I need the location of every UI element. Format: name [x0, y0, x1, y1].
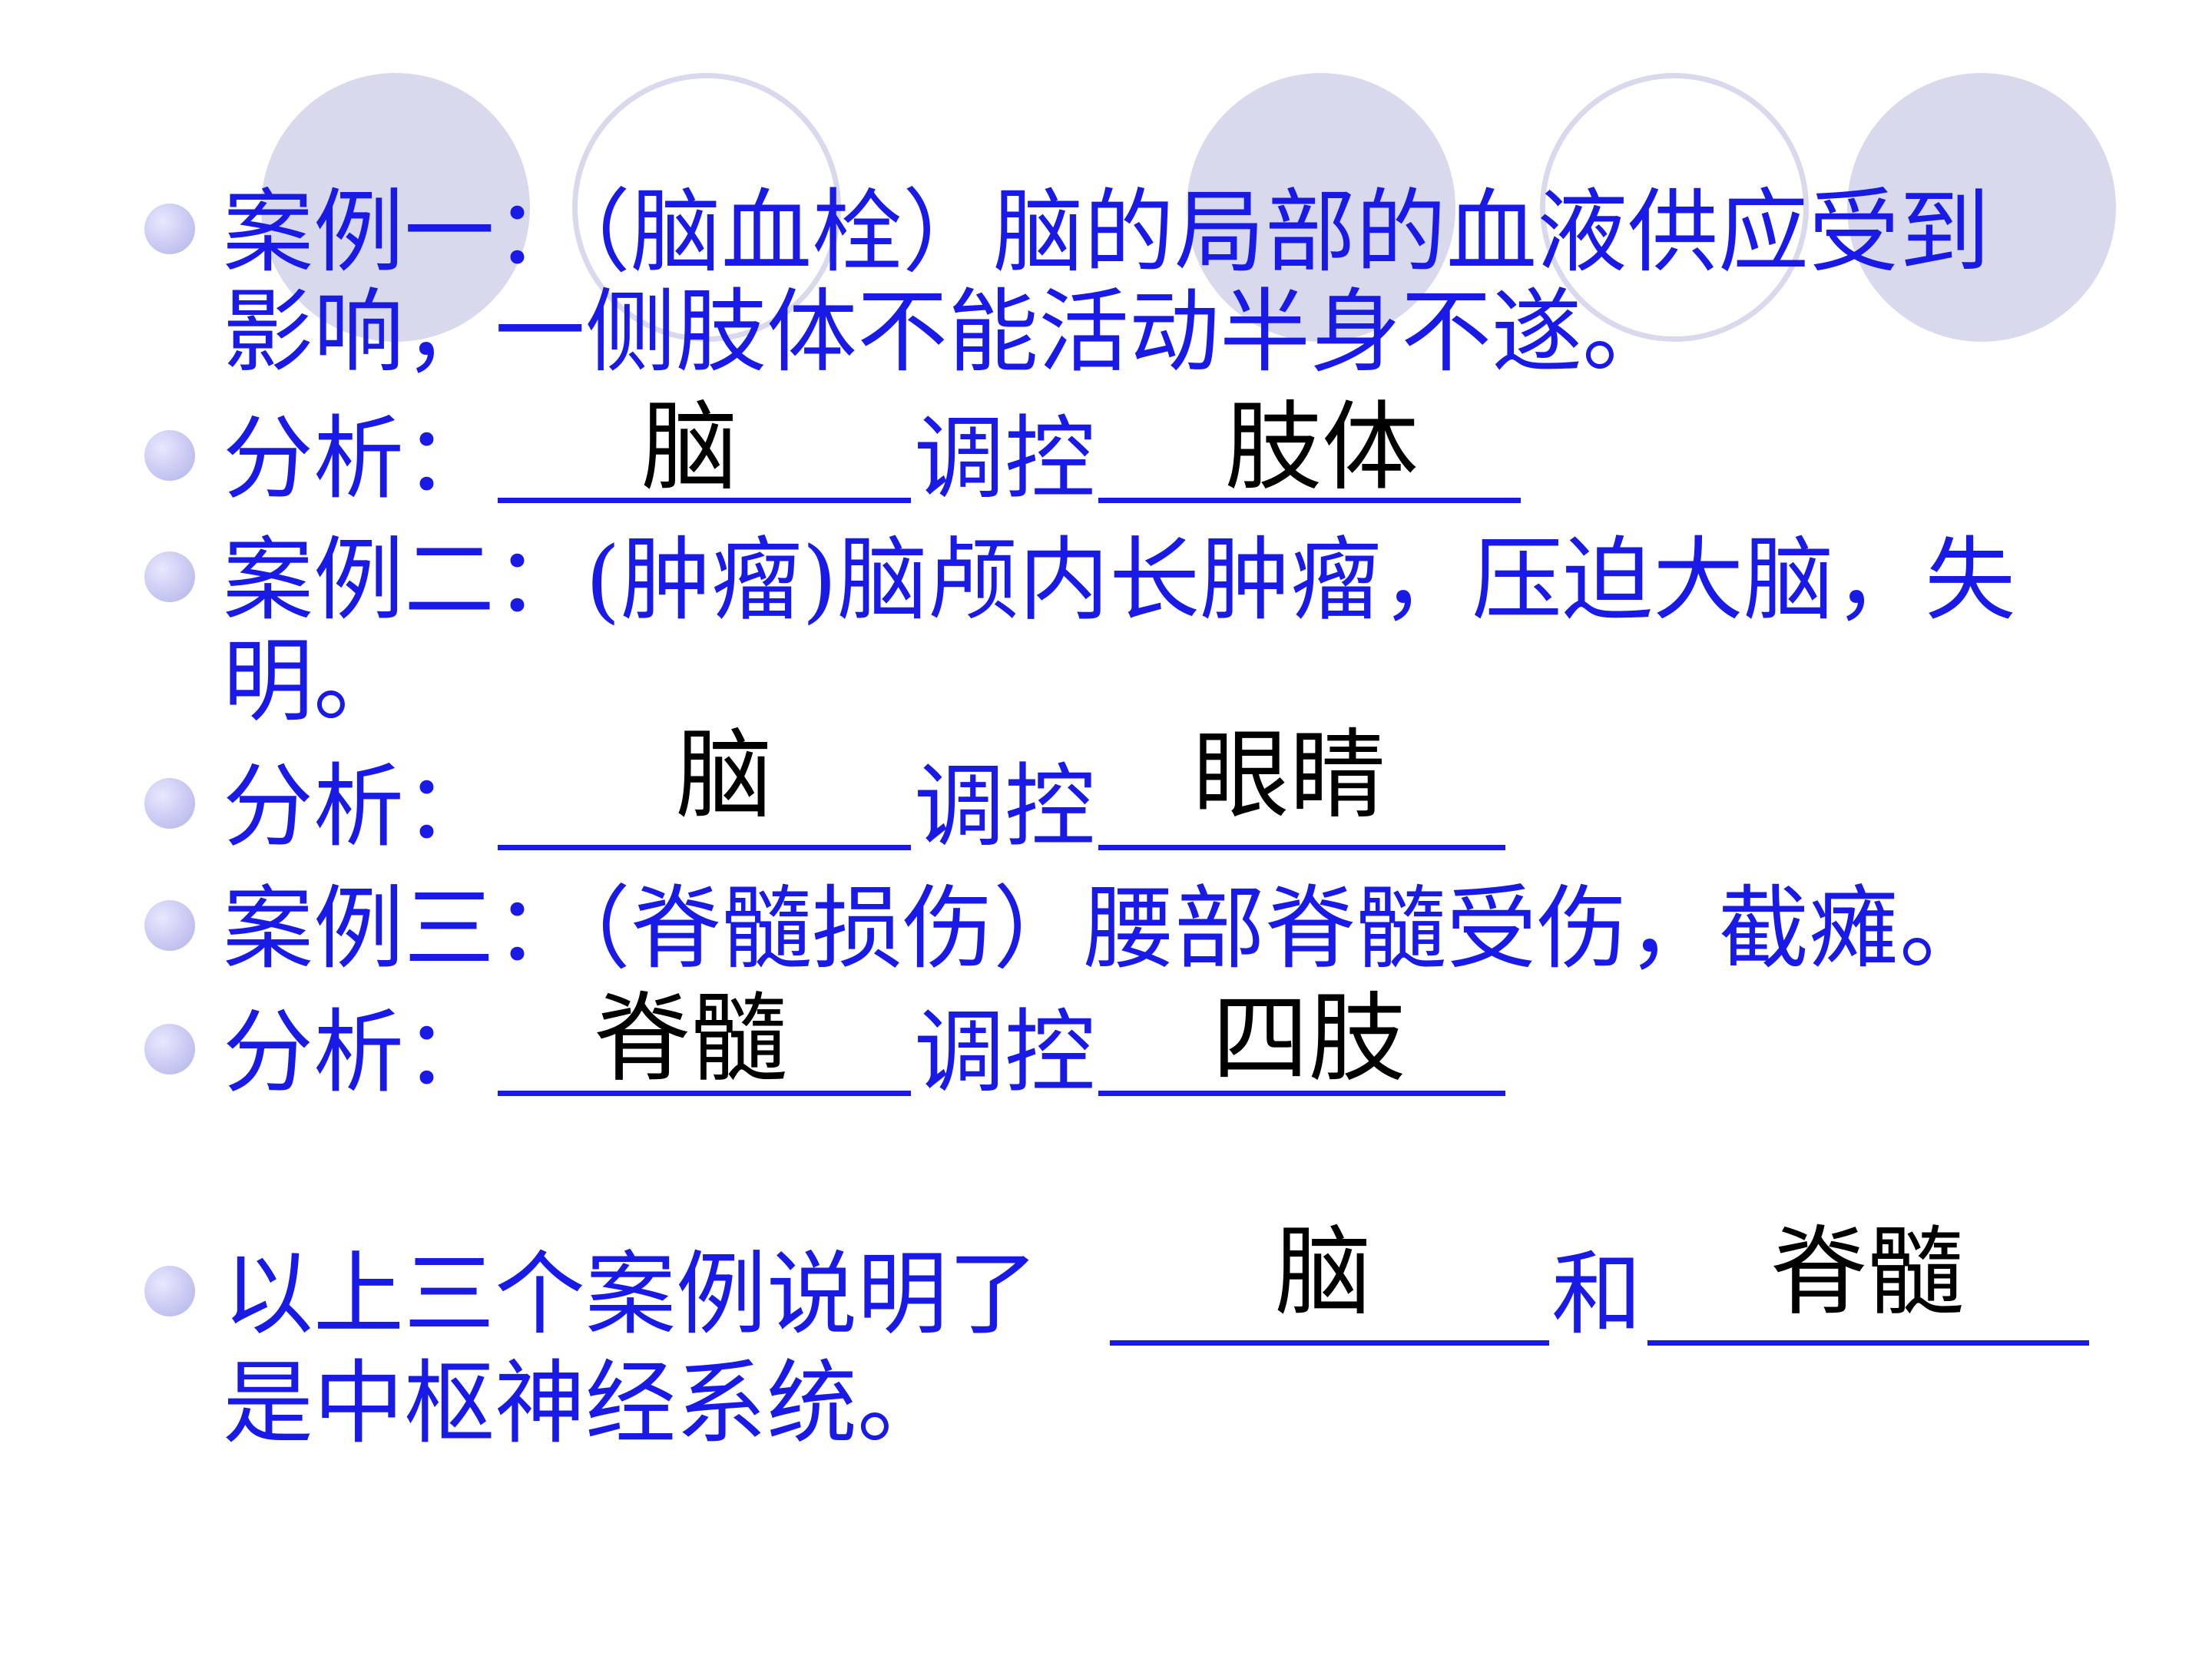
- analysis1-answer-a: 脑: [641, 391, 738, 504]
- bullet-icon: [144, 900, 195, 951]
- analysis3-answer-a: 脊髓: [594, 982, 787, 1095]
- case1-line1: 案例一：（脑血栓）脑的局部的血液供应受到: [223, 179, 1991, 285]
- analysis1-answer-b: 肢体: [1225, 391, 1419, 504]
- analysis3-label: 分析：: [223, 999, 495, 1105]
- conclusion-blank-b: [1647, 1340, 2089, 1346]
- analysis3-answer-b: 四肢: [1212, 982, 1406, 1095]
- analysis2-controls: 调控: [914, 753, 1096, 859]
- case2-line1: 案例二：(肿瘤)脑颅内长肿瘤，压迫大脑，失: [223, 527, 2016, 633]
- case3-line1: 案例三：（脊髓损伤）腰部脊髓受伤，截瘫。: [223, 876, 1991, 982]
- analysis2-blank-a: [498, 845, 911, 850]
- bullet-icon: [144, 778, 195, 829]
- bullet-icon: [144, 204, 195, 254]
- analysis1-blank-b: [1098, 498, 1521, 503]
- analysis1-controls: 调控: [914, 406, 1096, 512]
- decorative-ring: [572, 73, 841, 342]
- analysis3-blank-b: [1098, 1091, 1505, 1096]
- case1-line2: 影响，一侧肢体不能活动半身不遂。: [223, 279, 1674, 385]
- analysis2-label: 分析：: [223, 753, 495, 859]
- conclusion-blank-a: [1110, 1340, 1549, 1346]
- conclusion-answer-a: 脑: [1275, 1216, 1372, 1329]
- case2-line2: 明。: [223, 628, 405, 734]
- analysis2-answer-a: 脑: [676, 719, 773, 832]
- analysis2-answer-b: 眼睛: [1193, 719, 1386, 832]
- conclusion-and: 和: [1551, 1241, 1643, 1347]
- bullet-icon: [144, 1266, 195, 1316]
- analysis1-blank-a: [498, 498, 911, 503]
- decorative-ring: [1540, 73, 1809, 342]
- decorative-circle: [261, 73, 530, 342]
- analysis1-label: 分析：: [223, 406, 495, 512]
- analysis3-controls: 调控: [914, 999, 1096, 1105]
- conclusion-answer-b: 脊髓: [1770, 1216, 1964, 1329]
- analysis2-blank-b: [1098, 845, 1505, 850]
- analysis3-blank-a: [498, 1091, 911, 1096]
- conclusion-prefix: 以上三个案例说明了: [223, 1241, 1039, 1347]
- conclusion-line2: 是中枢神经系统。: [223, 1350, 949, 1456]
- bullet-icon: [144, 551, 195, 602]
- bullet-icon: [144, 1024, 195, 1075]
- decorative-circle: [1847, 73, 2116, 342]
- bullet-icon: [144, 430, 195, 481]
- decorative-circle: [1187, 73, 1455, 342]
